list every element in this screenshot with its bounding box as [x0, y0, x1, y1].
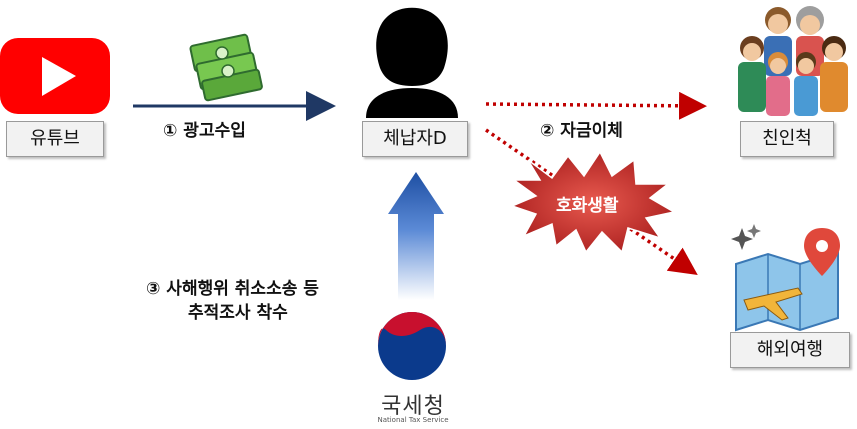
youtube-logo-icon — [0, 38, 110, 114]
transfer-arrow — [485, 91, 707, 120]
relatives-node: 친인척 — [740, 121, 834, 157]
investigation-label-line1: ③ 사해행위 취소소송 등 — [146, 279, 319, 299]
youtube-node: 유튜브 — [6, 121, 104, 157]
ad-income-label: ① 광고수입 — [163, 121, 246, 141]
nts-name-ko: 국세청 — [381, 394, 445, 419]
money-stack-icon — [189, 33, 263, 102]
luxury-burst-label: 호화생활 — [556, 196, 619, 216]
investigation-arrow — [388, 172, 444, 300]
luxury-burst — [509, 150, 677, 254]
person-silhouette-icon — [366, 7, 458, 118]
travel-node: 해외여행 — [730, 332, 850, 368]
family-group-icon — [738, 6, 848, 116]
travel-map-icon — [731, 224, 840, 332]
nts-name-en: National Tax Service — [377, 416, 449, 424]
nts-logo-icon — [378, 312, 446, 380]
investigation-label-line2: 추적조사 착수 — [188, 303, 288, 323]
transfer-label: ② 자금이체 — [540, 121, 623, 141]
taxpayer-node: 체납자D — [362, 121, 468, 157]
